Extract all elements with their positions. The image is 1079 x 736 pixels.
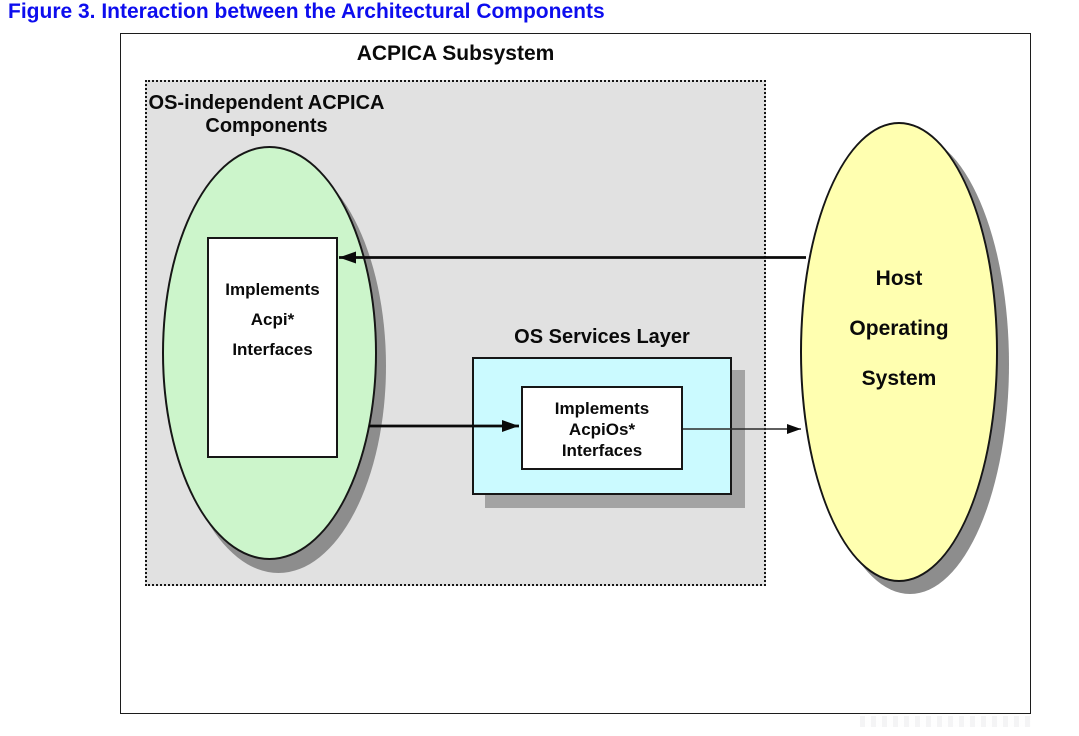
acpi-interfaces-line-1: Implements	[225, 280, 320, 299]
figure-caption: Figure 3. Interaction between the Archit…	[8, 0, 605, 23]
host-os-line-2: Operating	[849, 317, 949, 340]
acpi-interfaces-line-3: Interfaces	[232, 340, 313, 359]
acpica-subsystem-label: ACPICA Subsystem	[356, 42, 555, 65]
host-os-ellipse: Host Operating System	[800, 122, 998, 582]
acpios-interfaces-line-1: Implements	[554, 399, 650, 418]
os-independent-label-line-2: Components	[205, 115, 328, 137]
os-independent-label-line-1: OS-independent ACPICA	[148, 92, 385, 114]
os-services-layer-label: OS Services Layer	[514, 326, 690, 348]
watermark-artifact	[860, 716, 1031, 727]
host-os-line-3: System	[861, 367, 937, 390]
acpi-interfaces-line-2: Acpi*	[250, 310, 295, 329]
acpios-interfaces-line-3: Interfaces	[561, 441, 643, 460]
host-os-line-1: Host	[875, 267, 923, 290]
acpi-interfaces-box: Implements Acpi* Interfaces	[207, 237, 338, 458]
acpios-interfaces-box: Implements AcpiOs* Interfaces	[521, 386, 683, 470]
os-independent-components-label: OS-independent ACPICA Components	[146, 92, 387, 138]
acpios-interfaces-line-2: AcpiOs*	[568, 420, 636, 439]
